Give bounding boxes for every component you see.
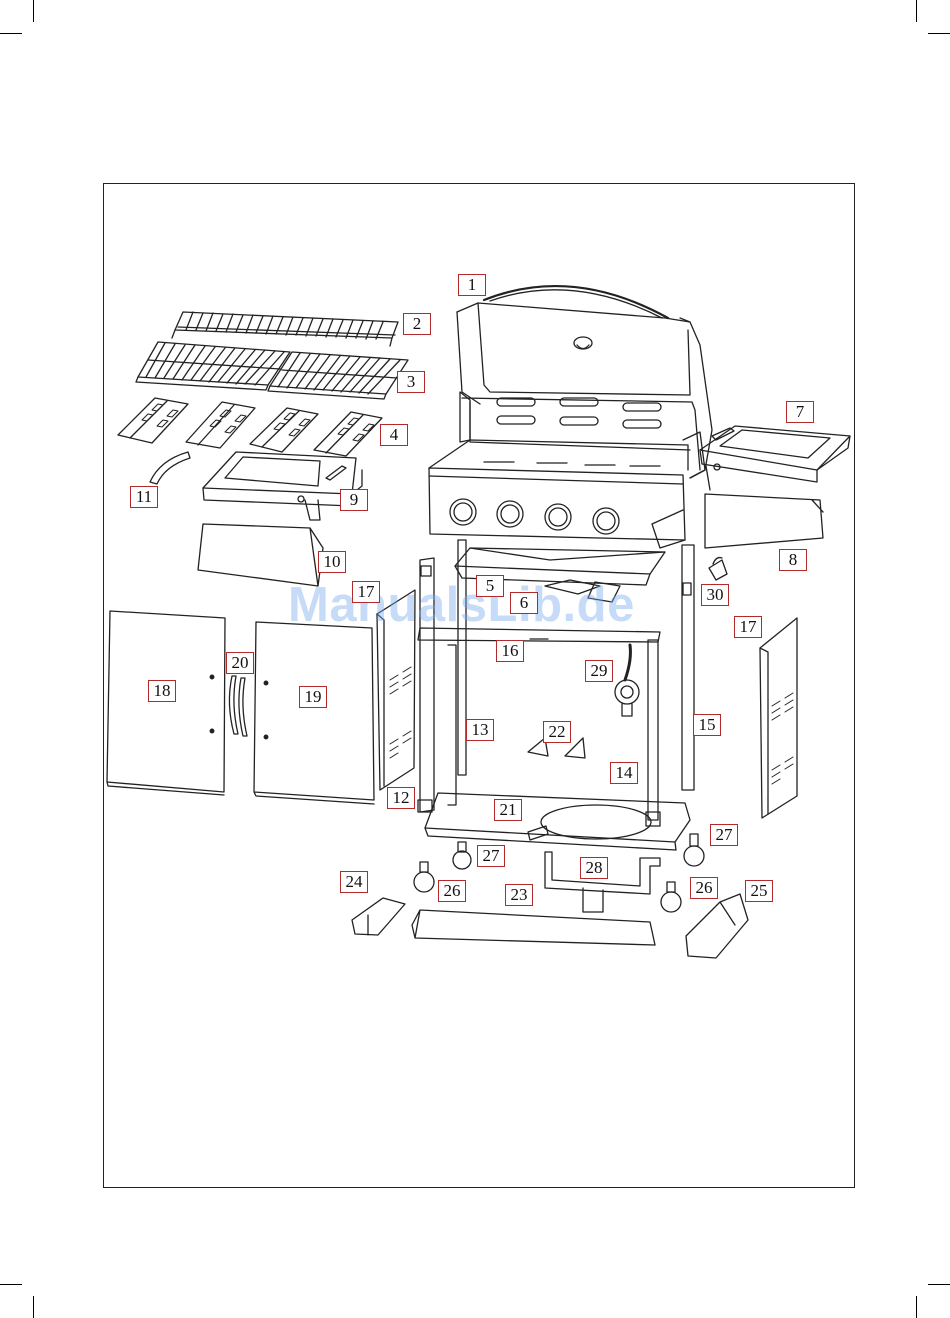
callout-13: 13 bbox=[466, 719, 494, 741]
part-right-side-panel bbox=[760, 618, 797, 818]
callout-19: 19 bbox=[299, 686, 327, 708]
callout-27-right: 27 bbox=[710, 824, 738, 846]
callout-21: 21 bbox=[494, 799, 522, 821]
part-front-trim bbox=[412, 910, 655, 945]
part-left-side-shelf bbox=[203, 452, 362, 520]
callout-26-right: 26 bbox=[690, 877, 718, 899]
part-crossover-tube bbox=[150, 452, 190, 484]
callout-4: 4 bbox=[380, 424, 408, 446]
callout-5: 5 bbox=[476, 575, 504, 597]
callout-17-right: 17 bbox=[734, 616, 762, 638]
callout-6: 6 bbox=[510, 592, 538, 614]
callout-7: 7 bbox=[786, 401, 814, 423]
callout-26-left: 26 bbox=[438, 880, 466, 902]
callout-20: 20 bbox=[226, 652, 254, 674]
callout-16: 16 bbox=[496, 640, 524, 662]
watermark: ManualsLib.de bbox=[288, 577, 635, 633]
callout-27-left: 27 bbox=[477, 845, 505, 867]
callout-12: 12 bbox=[387, 787, 415, 809]
callout-18: 18 bbox=[148, 680, 176, 702]
part-right-shelf-panel bbox=[705, 494, 823, 548]
callout-2: 2 bbox=[403, 313, 431, 335]
callout-30: 30 bbox=[701, 584, 729, 606]
part-lid-firebox bbox=[429, 286, 712, 548]
part-regulator bbox=[615, 645, 639, 716]
callout-10: 10 bbox=[318, 551, 346, 573]
part-cooking-grates bbox=[136, 342, 408, 399]
part-right-corner-trim bbox=[686, 894, 748, 958]
callout-9: 9 bbox=[340, 489, 368, 511]
callout-24: 24 bbox=[340, 871, 368, 893]
part-left-corner-trim bbox=[352, 898, 405, 935]
callout-14: 14 bbox=[610, 762, 638, 784]
part-right-legs bbox=[648, 545, 694, 820]
callout-23: 23 bbox=[505, 884, 533, 906]
callout-15: 15 bbox=[693, 714, 721, 736]
part-flame-tamers bbox=[118, 398, 382, 456]
callout-29: 29 bbox=[585, 660, 613, 682]
callout-3: 3 bbox=[397, 371, 425, 393]
part-warming-rack bbox=[172, 312, 398, 346]
callout-17-left: 17 bbox=[352, 581, 380, 603]
callout-25: 25 bbox=[745, 880, 773, 902]
part-doors bbox=[107, 611, 374, 804]
callout-1: 1 bbox=[458, 274, 486, 296]
part-tank-hook bbox=[709, 558, 727, 580]
callout-28: 28 bbox=[580, 857, 608, 879]
callout-8: 8 bbox=[779, 549, 807, 571]
part-right-side-shelf bbox=[700, 426, 850, 490]
callout-11: 11 bbox=[130, 486, 158, 508]
callout-22: 22 bbox=[543, 721, 571, 743]
